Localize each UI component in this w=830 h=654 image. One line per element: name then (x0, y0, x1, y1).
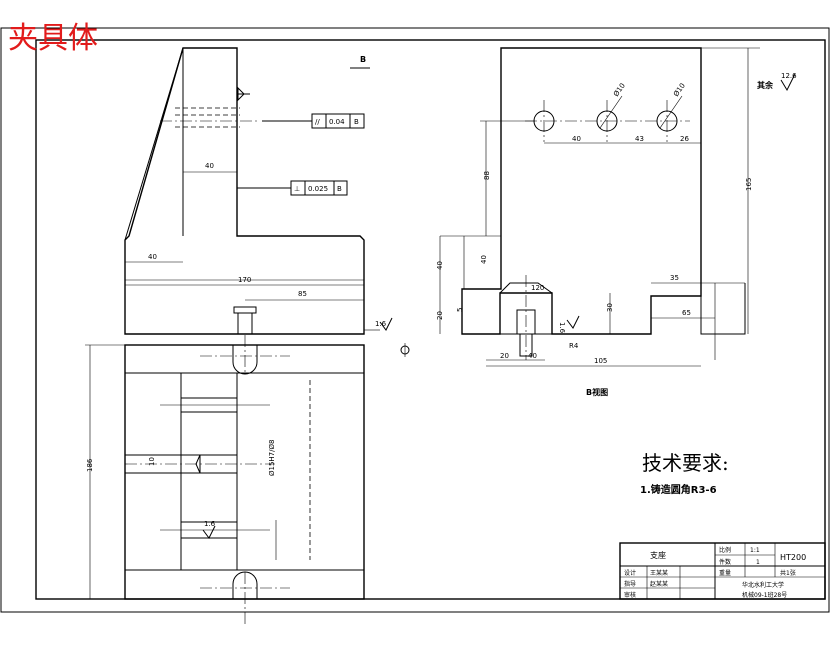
dim-40-sec: 40 (572, 135, 581, 143)
plan-view-outline (124, 344, 365, 600)
drawing-title: 夹具体 (8, 21, 98, 56)
roughness-slot: 1.6 (204, 520, 216, 528)
weight-label: 重量 (719, 569, 731, 577)
scale-value: 1:1 (750, 547, 760, 554)
datum-b-label: B (360, 55, 366, 64)
dim-10: 10 (148, 457, 156, 466)
dim-hole2: Ø10 (672, 82, 687, 98)
checker-role: 指导 (624, 580, 636, 588)
material: HT200 (780, 553, 806, 562)
roughness-rest: 12.6 (781, 72, 797, 80)
dim-bore: Ø15H7/Ø8 (268, 440, 276, 476)
dim-40-h1: 40 (436, 261, 444, 270)
dim-165: 165 (745, 178, 753, 191)
tech-requirement-1: 1.铸造圆角R3-6 (640, 483, 717, 496)
dim-85: 85 (298, 290, 307, 298)
dim-20-h: 20 (436, 311, 444, 320)
dim-hole1: Ø10 (612, 82, 627, 98)
sheet-inner-border (35, 39, 826, 600)
perpendicularity-frame (290, 180, 348, 196)
class-info: 机械09-1班28号 (742, 591, 787, 599)
qty-value: 1 (756, 559, 760, 566)
designer-name: 王某某 (650, 570, 668, 577)
section-view-label: B视图 (586, 387, 608, 397)
surface-roughness-note: 其余 12.6 (757, 72, 797, 92)
dim-65: 65 (682, 309, 691, 317)
dim-r120: 120 (531, 284, 544, 292)
dim-43: 43 (635, 135, 644, 143)
title-block: 支座 设计 王某某 指导 赵某某 审核 比例 1:1 件数 1 重量 共1张 H… (619, 542, 826, 600)
front-view: 40 40 170 85 B // 0.04 B ⊥ 0.025 B 1.6 (124, 47, 410, 357)
section-hatched-block (499, 282, 553, 335)
parallelism-value: 0.04 (329, 118, 345, 126)
tech-requirements-heading: 技术要求: (642, 451, 729, 475)
front-view-outline (124, 47, 365, 335)
dim-26: 26 (680, 135, 689, 143)
dim-20-b: 20 (500, 352, 509, 360)
dim-r14: R4 (569, 342, 579, 350)
perpendicularity-value: 0.025 (308, 185, 328, 193)
dim-30: 30 (606, 303, 614, 312)
school-name: 华北水利工大学 (742, 581, 784, 589)
dim-186: 186 (86, 458, 94, 472)
sheet-outer-border (0, 27, 830, 613)
roughness-top: 1.6 (375, 320, 387, 328)
dim-40-b: 40 (528, 352, 537, 360)
qty-label: 件数 (719, 558, 731, 566)
dim-40-top: 40 (205, 162, 214, 170)
dim-5: 5 (456, 308, 464, 312)
dim-40-h2: 40 (480, 255, 488, 264)
dim-105: 105 (594, 357, 607, 365)
part-name: 支座 (650, 550, 666, 560)
section-outline (461, 47, 702, 335)
section-b-view: Ø10 Ø10 40 43 26 88 40 40 20 5 165 20 40… (436, 47, 760, 397)
parallelism-frame (311, 113, 365, 129)
scale-label: 比例 (719, 546, 731, 554)
plan-view: 10 Ø15H7/Ø8 186 1.6 (85, 335, 365, 625)
roughness-bore: 1.6 (558, 322, 566, 334)
perpendicularity-symbol: ⊥ (294, 185, 300, 193)
plan-hatched-block (180, 372, 238, 571)
dim-88: 88 (483, 171, 491, 180)
dim-170: 170 (238, 276, 251, 284)
parallelism-datum: B (354, 118, 359, 126)
sheet-label: 共1张 (780, 569, 796, 577)
designer-role: 设计 (624, 569, 636, 577)
surface-note-label: 其余 (757, 80, 774, 90)
tech-requirements: 技术要求: 1.铸造圆角R3-6 (640, 451, 729, 496)
dim-40-left: 40 (148, 253, 157, 261)
dim-35: 35 (670, 274, 679, 282)
reviewer-role: 审核 (624, 591, 636, 599)
checker-name: 赵某某 (650, 580, 668, 588)
parallelism-symbol: // (315, 118, 320, 126)
perpendicularity-datum: B (337, 185, 342, 193)
